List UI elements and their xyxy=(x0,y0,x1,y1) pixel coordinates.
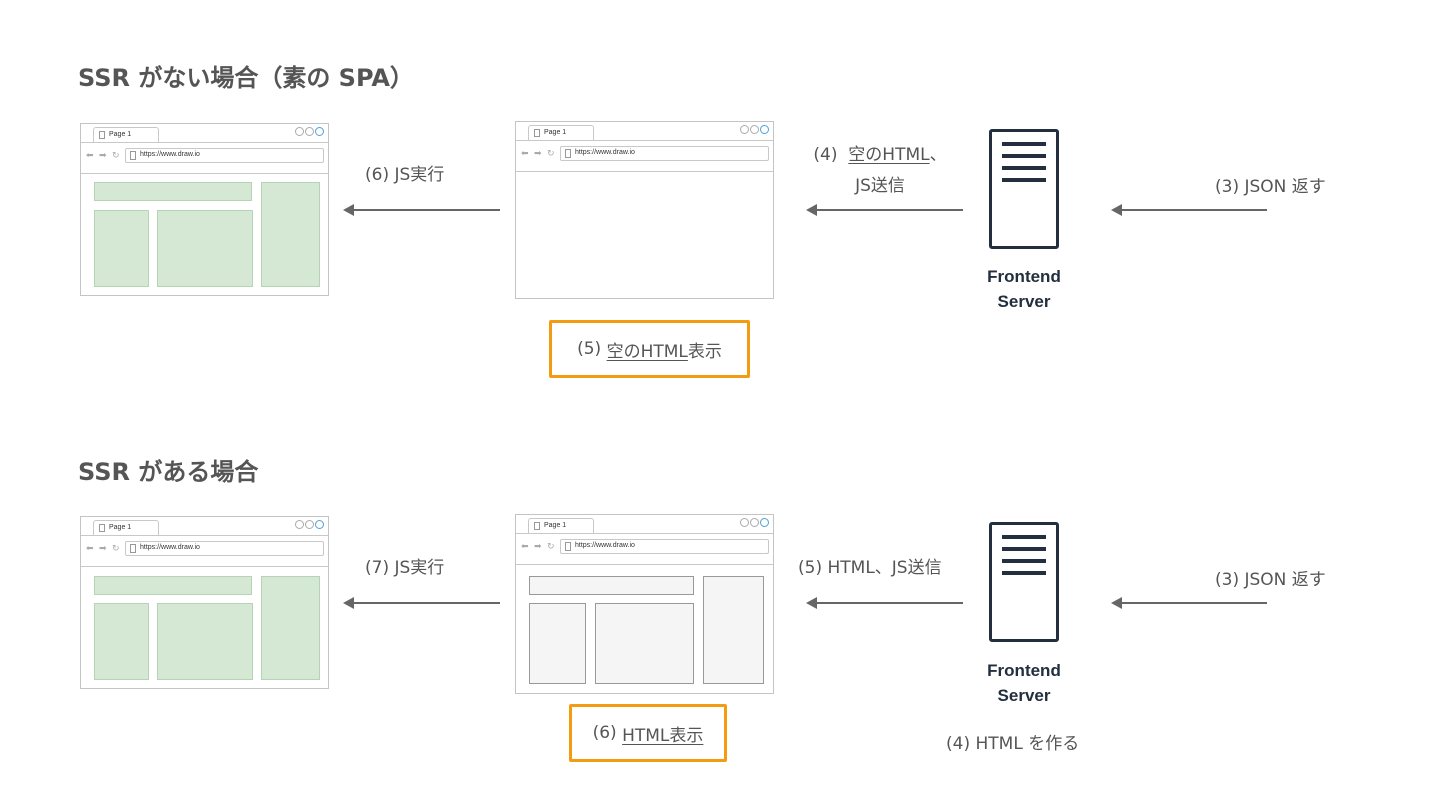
label-step7-js-exec: (7) JS実行 xyxy=(365,558,445,578)
step4-line1: (4) 空のHTML、 xyxy=(813,145,947,165)
browser-tab-label: Page 1 xyxy=(544,129,567,136)
frontend-server-icon xyxy=(989,129,1059,249)
arrow-step3 xyxy=(1111,597,1267,609)
page-icon xyxy=(99,524,105,532)
browser-url-text: https://www.draw.io xyxy=(575,149,635,156)
label-step4-send: (4) 空のHTML、 JS送信 xyxy=(800,140,960,202)
page-icon xyxy=(565,149,571,158)
content-block-header xyxy=(94,182,252,201)
step5-underlined: 空のHTML xyxy=(606,341,688,362)
browser-nav-bar: ⬅ ➡ ↻ https://www.draw.io xyxy=(516,141,773,172)
browser-nav-bar: ⬅ ➡ ↻ https://www.draw.io xyxy=(81,536,328,567)
step5-suffix: 表示 xyxy=(687,341,722,362)
content-block-side xyxy=(261,576,320,680)
browser-tab: Page 1 xyxy=(93,520,159,535)
arrow-step6 xyxy=(343,204,500,216)
page-icon xyxy=(130,151,136,160)
page-icon xyxy=(534,129,540,137)
highlight-step6-html-display: (6) HTML表示 xyxy=(569,704,727,762)
browser-nav-bar: ⬅ ➡ ↻ https://www.draw.io xyxy=(516,534,773,565)
arrow-step4 xyxy=(806,204,963,216)
step6-underlined: HTML表示 xyxy=(622,725,704,746)
browser-tab-bar: Page 1 xyxy=(516,515,773,534)
forward-icon: ➡ xyxy=(99,544,107,554)
step4-line2: JS送信 xyxy=(855,176,905,196)
window-controls-icon xyxy=(295,520,324,529)
browser-tab: Page 1 xyxy=(93,127,159,142)
browser-nav-bar: ⬅ ➡ ↻ https://www.draw.io xyxy=(81,143,328,174)
window-controls-icon xyxy=(740,518,769,527)
browser-rendered-page: Page 1 ⬅ ➡ ↻ https://www.draw.io xyxy=(80,123,329,296)
content-block-header xyxy=(94,576,252,595)
page-icon xyxy=(130,544,136,553)
label-step5-send: (5) HTML、JS送信 xyxy=(798,558,942,578)
page-icon xyxy=(99,131,105,139)
content-block-main xyxy=(595,603,694,684)
browser-url-bar: https://www.draw.io xyxy=(560,539,769,554)
forward-icon: ➡ xyxy=(534,542,542,552)
browser-url-bar: https://www.draw.io xyxy=(125,148,324,163)
content-block-side xyxy=(261,182,320,287)
frontend-server-label: Frontend Server xyxy=(987,267,1061,311)
content-block-header xyxy=(529,576,694,595)
section-heading-no-ssr: SSR がない場合（素の SPA） xyxy=(78,64,414,92)
label-step4-make-html: (4) HTML を作る xyxy=(946,734,1080,754)
browser-tab-label: Page 1 xyxy=(109,524,132,531)
back-icon: ⬅ xyxy=(86,151,94,161)
section-heading-with-ssr: SSR がある場合 xyxy=(78,458,259,486)
step4-underlined: 空のHTML xyxy=(848,145,930,165)
back-icon: ⬅ xyxy=(521,542,529,552)
browser-url-text: https://www.draw.io xyxy=(575,542,635,549)
browser-ssr-page: Page 1 ⬅ ➡ ↻ https://www.draw.io xyxy=(515,514,774,694)
browser-tab-bar: Page 1 xyxy=(81,124,328,143)
step5-prefix: (5) xyxy=(577,339,602,359)
content-block-main xyxy=(157,210,253,287)
label-step3-json: (3) JSON 返す xyxy=(1215,570,1326,590)
browser-tab-label: Page 1 xyxy=(544,522,567,529)
step6-prefix: (6) xyxy=(592,723,617,743)
content-block-left xyxy=(94,210,149,287)
content-block-left xyxy=(94,603,149,680)
page-icon xyxy=(534,522,540,530)
content-block-left xyxy=(529,603,586,684)
label-step3-json: (3) JSON 返す xyxy=(1215,177,1326,197)
content-block-main xyxy=(157,603,253,680)
window-controls-icon xyxy=(740,125,769,134)
browser-empty-page: Page 1 ⬅ ➡ ↻ https://www.draw.io xyxy=(515,121,774,299)
arrow-step7 xyxy=(343,597,500,609)
browser-tab: Page 1 xyxy=(528,125,594,140)
browser-url-text: https://www.draw.io xyxy=(140,544,200,551)
page-icon xyxy=(565,542,571,551)
frontend-server-label: Frontend Server xyxy=(987,661,1061,705)
browser-url-bar: https://www.draw.io xyxy=(125,541,324,556)
browser-tab-bar: Page 1 xyxy=(516,122,773,141)
forward-icon: ➡ xyxy=(99,151,107,161)
frontend-server-icon xyxy=(989,522,1059,642)
content-block-side xyxy=(703,576,764,684)
browser-tab: Page 1 xyxy=(528,518,594,533)
browser-tab-label: Page 1 xyxy=(109,131,132,138)
back-icon: ⬅ xyxy=(521,149,529,159)
reload-icon: ↻ xyxy=(112,544,120,554)
window-controls-icon xyxy=(295,127,324,136)
back-icon: ⬅ xyxy=(86,544,94,554)
reload-icon: ↻ xyxy=(547,149,555,159)
reload-icon: ↻ xyxy=(112,151,120,161)
forward-icon: ➡ xyxy=(534,149,542,159)
browser-url-bar: https://www.draw.io xyxy=(560,146,769,161)
arrow-step5 xyxy=(806,597,963,609)
arrow-step3 xyxy=(1111,204,1267,216)
browser-url-text: https://www.draw.io xyxy=(140,151,200,158)
label-step6-js-exec: (6) JS実行 xyxy=(365,165,445,185)
reload-icon: ↻ xyxy=(547,542,555,552)
browser-rendered-page: Page 1 ⬅ ➡ ↻ https://www.draw.io xyxy=(80,516,329,689)
browser-tab-bar: Page 1 xyxy=(81,517,328,536)
